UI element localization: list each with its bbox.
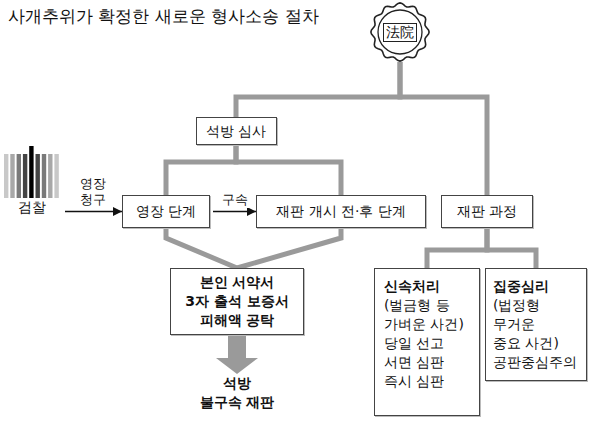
node-text: 즉시 심판: [384, 372, 444, 391]
connector: [166, 228, 237, 268]
node-text: 본인 서약서: [200, 273, 275, 292]
track-box: 신속처리(벌금형 등 가벼운 사건)당일 선고서면 심판즉시 심판: [374, 268, 480, 416]
node-text: 3자 출석 보증서: [185, 292, 289, 311]
node-text: 法院: [383, 23, 417, 42]
connector: [65, 211, 122, 212]
outcome-text: 석방불구속 재판: [195, 374, 280, 412]
track-box: 집중심리(법정형 무거운 중요 사건)공판중심주의: [485, 268, 587, 381]
connector: [400, 62, 487, 195]
process-box: 재판 과정: [441, 195, 533, 228]
node-text: 피해액 공탁: [200, 311, 275, 330]
prosecution-icon: 검찰: [2, 146, 62, 217]
connector: [237, 228, 341, 268]
edge-label: 구속: [221, 192, 249, 208]
connector: [213, 211, 256, 212]
node-text: 영장 단계: [136, 202, 196, 221]
node-text: 재판 과정: [457, 202, 517, 221]
node-text: 석방 심사: [206, 122, 266, 141]
connector: [487, 228, 536, 268]
connector: [216, 335, 258, 374]
process-box: 석방 심사: [196, 117, 277, 145]
node-text: 검찰: [18, 198, 46, 217]
connector: [236, 145, 341, 195]
connector: [236, 62, 400, 117]
node-text: 불구속 재판: [200, 393, 275, 412]
node-text: 공판중심주의: [493, 353, 577, 372]
node-text: (벌금형 등 가벼운 사건): [384, 296, 468, 334]
court-seal: 法院: [370, 2, 430, 62]
node-text: 서면 심판: [384, 353, 444, 372]
process-box: 재판 개시 전·후 단계: [256, 195, 426, 228]
node-text: 재판 개시 전·후 단계: [276, 202, 406, 221]
node-text: (법정형 무거운 중요 사건): [493, 296, 563, 353]
node-text: 당일 선고: [384, 334, 444, 353]
node-text: 신속처리: [384, 277, 440, 296]
node-text: 석방: [223, 374, 251, 393]
condition-box: 본인 서약서3자 출석 보증서피해액 공탁: [170, 268, 304, 335]
edge-label: 영장 청구: [76, 176, 112, 208]
process-box: 영장 단계: [122, 195, 210, 228]
node-text: 집중심리: [493, 277, 549, 296]
title: 사개추위가 확정한 새로운 형사소송 절차: [8, 5, 319, 27]
bars-icon: [3, 146, 61, 198]
connector: [166, 145, 236, 195]
connector: [427, 228, 487, 268]
